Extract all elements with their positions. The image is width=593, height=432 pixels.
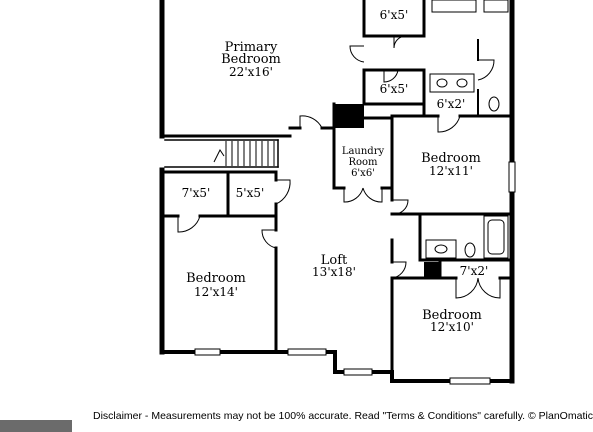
primary-bedroom-name-2: Bedroom (221, 52, 281, 67)
closet-left-b-dims: 5'x5' (236, 186, 265, 200)
room-labels: Primary Bedroom 22'x16' 6'x5' 6'x5' 6'x2… (182, 8, 489, 334)
windows (194, 161, 516, 385)
staircase (213, 141, 275, 166)
fixtures (425, 0, 509, 259)
laundry-name-1: Laundry (342, 146, 385, 157)
closet-top-dims: 6'x5' (380, 8, 409, 22)
disclaimer-text: Disclaimer - Measurements may not be 100… (93, 410, 593, 422)
floor-plan: Primary Bedroom 22'x16' 6'x5' 6'x5' 6'x2… (159, 0, 516, 385)
closet-left-a-dims: 7'x5' (182, 186, 211, 200)
shower (483, 0, 509, 13)
vanity-double (429, 73, 475, 93)
primary-bedroom-dims: 22'x16' (229, 65, 273, 79)
closet-mid-dims: 6'x5' (380, 82, 409, 96)
bedroom-bottom-right-name: Bedroom (422, 308, 482, 323)
toilet-upper (488, 96, 500, 112)
toilet-right (464, 242, 476, 258)
bathtub (431, 0, 477, 13)
bedroom-left-name: Bedroom (186, 271, 246, 286)
laundry-name-2: Room (348, 157, 378, 168)
loft-name: Loft (321, 253, 348, 268)
primary-bedroom-name-1: Primary (225, 40, 278, 55)
brand-logo (0, 420, 72, 432)
closet-right-dims: 7'x2' (460, 264, 489, 278)
laundry-dims: 6'x6' (351, 168, 375, 179)
chimney-block (334, 104, 364, 128)
bedroom-right-dims: 12'x11' (429, 164, 473, 178)
bedroom-right-name: Bedroom (421, 151, 481, 166)
column-block (424, 262, 440, 278)
loft-dims: 13'x18' (312, 265, 356, 279)
closet-small-dims: 6'x2' (437, 97, 466, 111)
bedroom-bottom-right-dims: 12'x10' (430, 320, 474, 334)
door-swings (177, 35, 501, 299)
bedroom-left-dims: 12'x14' (194, 285, 238, 299)
